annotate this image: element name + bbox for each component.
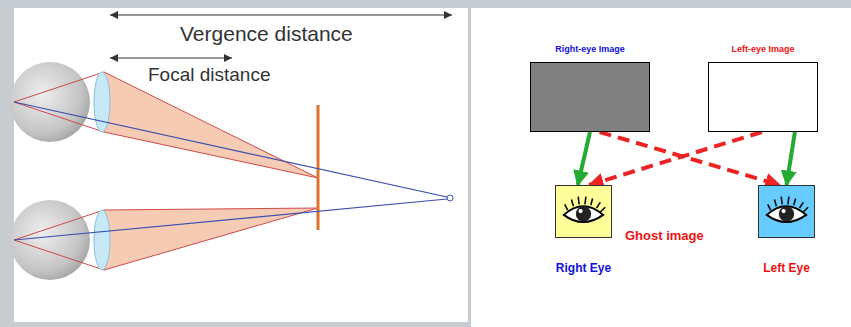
- direct-arrow: [787, 132, 795, 185]
- eye-icon: Right Eye: [555, 185, 612, 238]
- eye-label: Left Eye: [763, 261, 810, 275]
- ghost-arrow: [600, 132, 780, 185]
- eye-symbol: [556, 186, 611, 237]
- eye-label: Right Eye: [556, 261, 611, 275]
- image-box: Left-eye Image: [708, 62, 818, 132]
- ghost-arrow: [589, 132, 762, 185]
- eye-icon: Left Eye: [758, 185, 815, 238]
- image-heading: Left-eye Image: [731, 44, 794, 54]
- eye-symbol: [759, 186, 814, 237]
- image-box: Right-eye Image: [530, 62, 650, 132]
- ghost-label: Ghost image: [625, 228, 704, 243]
- direct-arrow: [578, 132, 590, 185]
- dimension-label: Vergence distance: [180, 22, 353, 46]
- image-heading: Right-eye Image: [555, 44, 625, 54]
- dimension-label: Focal distance: [148, 64, 271, 86]
